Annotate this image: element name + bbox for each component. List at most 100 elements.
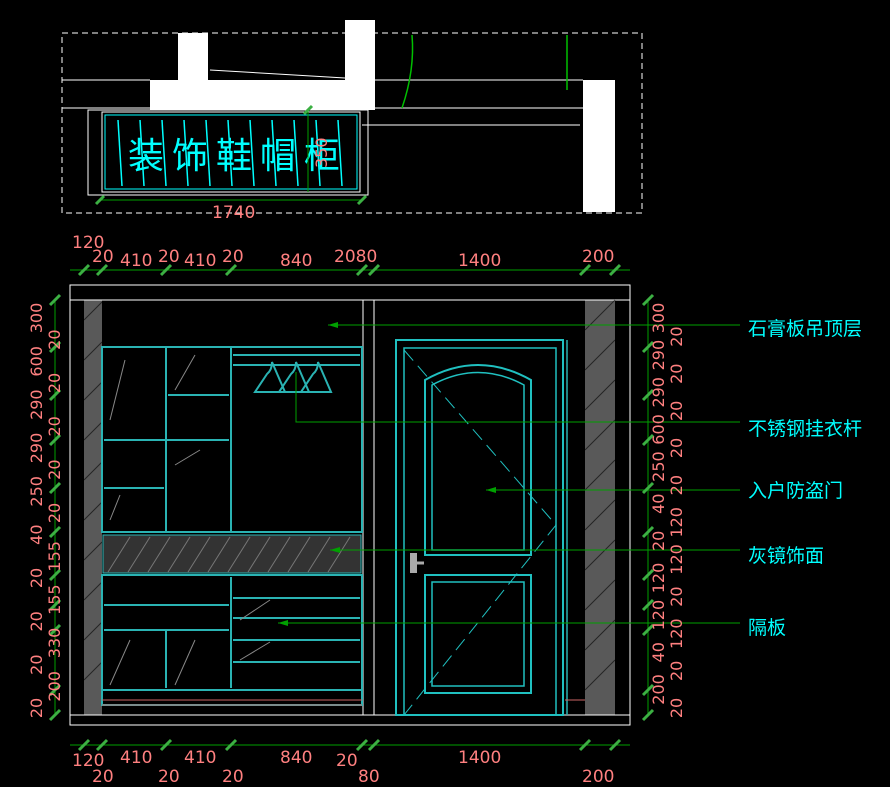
dim-dims_right: 20: [667, 586, 686, 606]
dim-dims_right: 20: [667, 438, 686, 458]
dim-bottom: 20: [222, 767, 244, 787]
right-dimensions: 3002029020290206002025020401202012012020…: [649, 303, 686, 718]
dim-tick: [641, 340, 655, 354]
dim-dims_left: 155: [45, 584, 64, 615]
dim-top: 20: [158, 247, 180, 267]
dim-tick: [224, 263, 238, 277]
dim-tick: [641, 388, 655, 402]
dim-dims_right: 20: [667, 661, 686, 681]
dim-dims_right: 250: [649, 451, 668, 482]
dim-top: 1400: [458, 251, 501, 271]
dim-dims_right: 20: [667, 401, 686, 421]
dim-top: 120: [72, 233, 104, 253]
dim-tick: [48, 340, 62, 354]
dim-dims_right: 290: [649, 340, 668, 371]
shelf-reflections: [109, 354, 271, 686]
dim-dims_right: 20: [667, 364, 686, 384]
plan-view: 装饰鞋帽柜 1740 350: [61, 20, 643, 223]
dim-dims_left: 20: [27, 611, 46, 631]
dim-dims_left: 20: [45, 373, 64, 393]
dim-tick: [302, 104, 314, 116]
dim-bottom: 20: [158, 767, 180, 787]
dim-tick: [608, 263, 622, 277]
dim-tick: [159, 263, 173, 277]
dim-tick: [356, 194, 368, 206]
plan-depth-dim: 350: [312, 137, 331, 168]
dim-tick: [578, 738, 592, 752]
dim-dims_left: 600: [27, 346, 46, 377]
dim-tick: [48, 568, 62, 582]
left-wall-hatch: [84, 300, 102, 715]
dim-top: 410: [120, 251, 152, 271]
dim-tick: [608, 738, 622, 752]
dim-tick: [641, 293, 655, 307]
dim-tick: [48, 293, 62, 307]
dim-dims_left: 290: [27, 389, 46, 420]
grey-mirror-panel: [102, 534, 362, 574]
dim-bottom: 80: [358, 767, 380, 787]
dim-tick: [641, 623, 655, 637]
dim-top: 20: [92, 247, 114, 267]
dim-tick: [94, 194, 106, 206]
plan-width-dim: 1740: [212, 203, 255, 223]
dimension-ticks: [48, 263, 655, 752]
dim-bottom: 1400: [458, 748, 501, 768]
dim-bottom: 200: [582, 767, 614, 787]
dim-dims_left: 290: [27, 433, 46, 464]
right-wall-hatch: [585, 300, 615, 715]
dim-tick: [48, 433, 62, 447]
dim-dims_left: 20: [27, 654, 46, 674]
dim-top: 840: [280, 251, 312, 271]
dim-tick: [578, 263, 592, 277]
dim-top: 200: [582, 247, 614, 267]
dim-dims_left: 155: [45, 541, 64, 572]
plan-wall-fill: [150, 80, 375, 110]
dim-dims_right: 20: [649, 531, 668, 551]
dim-dims_left: 330: [45, 628, 64, 659]
dim-tick: [159, 738, 173, 752]
dim-dims_right: 300: [649, 303, 668, 334]
dim-dims_right: 120: [667, 544, 686, 575]
dim-dims_right: 40: [649, 642, 668, 662]
cabinet-inner: [101, 111, 361, 193]
left-dimensions: 3002060020290202902025020401552015520330…: [27, 303, 64, 718]
dim-dims_right: 200: [649, 674, 668, 705]
dim-tick: [641, 683, 655, 697]
dim-tick: [77, 263, 91, 277]
dim-dims_left: 20: [27, 568, 46, 588]
plan-leader: [209, 69, 346, 79]
label-partition: 隔板: [748, 617, 786, 639]
dim-dims_right: 20: [667, 475, 686, 495]
dim-tick: [48, 598, 62, 612]
dim-tick: [367, 263, 381, 277]
dim-tick: [641, 568, 655, 582]
dim-tick: [367, 738, 381, 752]
elevation-view: [69, 284, 631, 726]
dim-tick: [48, 708, 62, 722]
dim-bottom: 20: [336, 751, 358, 771]
dim-bottom: 410: [120, 748, 152, 768]
elevation-outline: [69, 284, 631, 726]
dim-dims_right: 120: [649, 600, 668, 631]
wardrobe-frame: [101, 346, 363, 706]
dim-dims_right: 120: [649, 563, 668, 594]
dim-tick: [641, 433, 655, 447]
dim-tick: [95, 738, 109, 752]
dimension-lines: [54, 269, 649, 746]
label-gypsum-ceiling: 石膏板吊顶层: [748, 317, 862, 340]
dim-top: 2080: [334, 247, 377, 267]
dim-dims_left: 20: [45, 459, 64, 479]
dim-tick: [641, 598, 655, 612]
annotation-leaders: [278, 322, 740, 626]
door-swing-arc: [401, 34, 414, 109]
plan-title: 装饰鞋帽柜: [128, 136, 348, 177]
dim-dims_left: 20: [27, 698, 46, 718]
cabinet-outline: [87, 109, 369, 196]
plan-column: [178, 33, 208, 83]
label-grey-mirror: 灰镜饰面: [748, 545, 824, 567]
dim-dims_right: 40: [649, 494, 668, 514]
dim-dims_right: 20: [667, 698, 686, 718]
dim-tick: [355, 738, 369, 752]
mirror-hatch: [107, 536, 351, 573]
plan-column: [345, 20, 375, 82]
